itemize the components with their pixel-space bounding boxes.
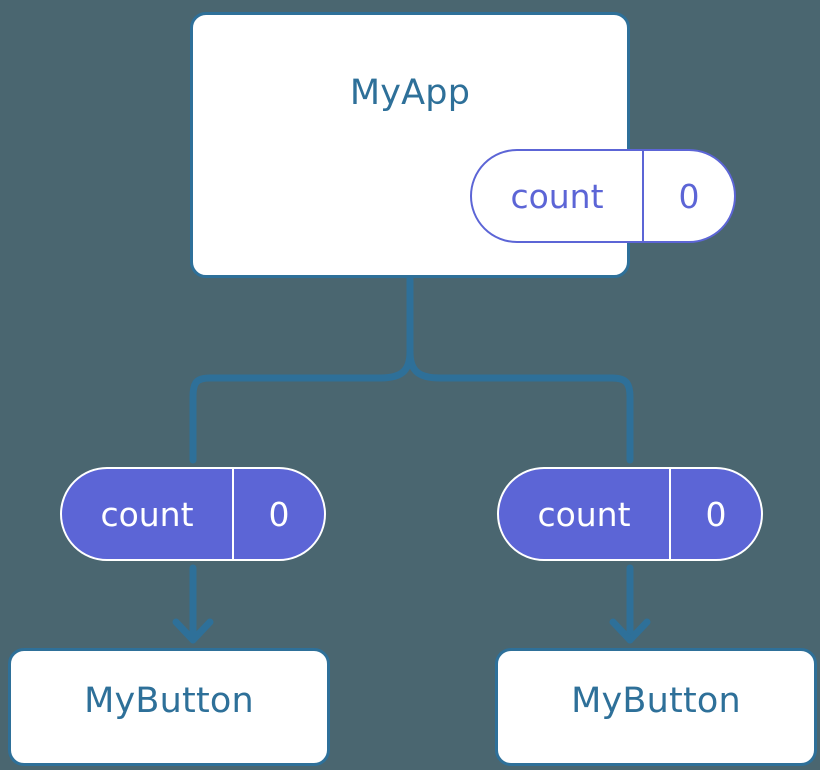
component-title-mybutton: MyButton (571, 681, 741, 721)
state-pill-key: count (100, 494, 194, 534)
component-box-mybutton-left[interactable]: MyButton (8, 648, 330, 766)
component-box-myapp[interactable]: MyApp count 0 (190, 12, 736, 278)
branch-line-right (406, 348, 634, 464)
state-pill-value: 0 (669, 469, 761, 559)
component-box-mybutton-right[interactable]: MyButton (495, 648, 817, 766)
state-pill-child-left[interactable]: count 0 (60, 467, 326, 561)
branch-line-left (189, 348, 414, 464)
state-pill-value: 0 (642, 151, 734, 241)
component-title-myapp: MyApp (349, 73, 471, 113)
arrow-head-right (609, 618, 651, 644)
component-title-mybutton: MyButton (84, 681, 254, 721)
state-pill-value: 0 (232, 469, 324, 559)
state-pill-child-right[interactable]: count 0 (497, 467, 763, 561)
state-pill-root[interactable]: count 0 (470, 149, 736, 243)
arrow-head-left (172, 618, 214, 644)
state-pill-key: count (510, 176, 604, 216)
state-pill-key: count (537, 494, 631, 534)
